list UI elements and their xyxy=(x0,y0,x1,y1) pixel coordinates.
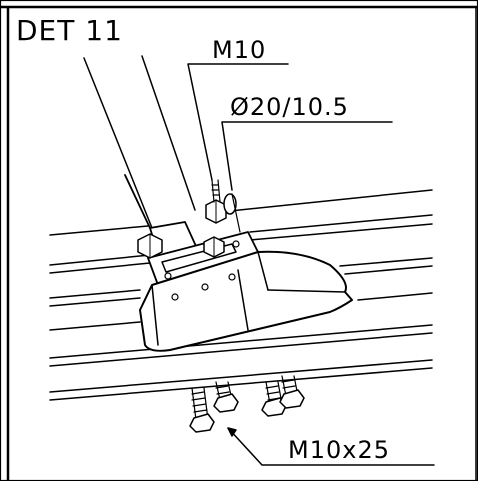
top-nuts xyxy=(137,179,241,259)
detail-title: DET 11 xyxy=(16,14,123,47)
callout-bolt-m10x25: M10x25 xyxy=(288,436,390,464)
washer-top xyxy=(223,193,241,233)
callout-nut-m10: M10 xyxy=(212,36,266,64)
callout-washer-dim: Ø20/10.5 xyxy=(230,93,349,121)
bolt-bottom-4 xyxy=(279,375,305,409)
nut-right-upper xyxy=(205,199,227,224)
rail-profiles xyxy=(49,189,433,401)
bolt-bottom-1 xyxy=(189,387,215,433)
bolt-shaft-top xyxy=(211,179,221,203)
nut-left xyxy=(137,233,163,259)
bottom-bolts xyxy=(189,375,305,433)
bolt-bottom-2 xyxy=(213,381,239,413)
nut-right-lower xyxy=(203,236,225,258)
base-foot xyxy=(139,250,353,352)
leader-lines xyxy=(83,55,435,466)
